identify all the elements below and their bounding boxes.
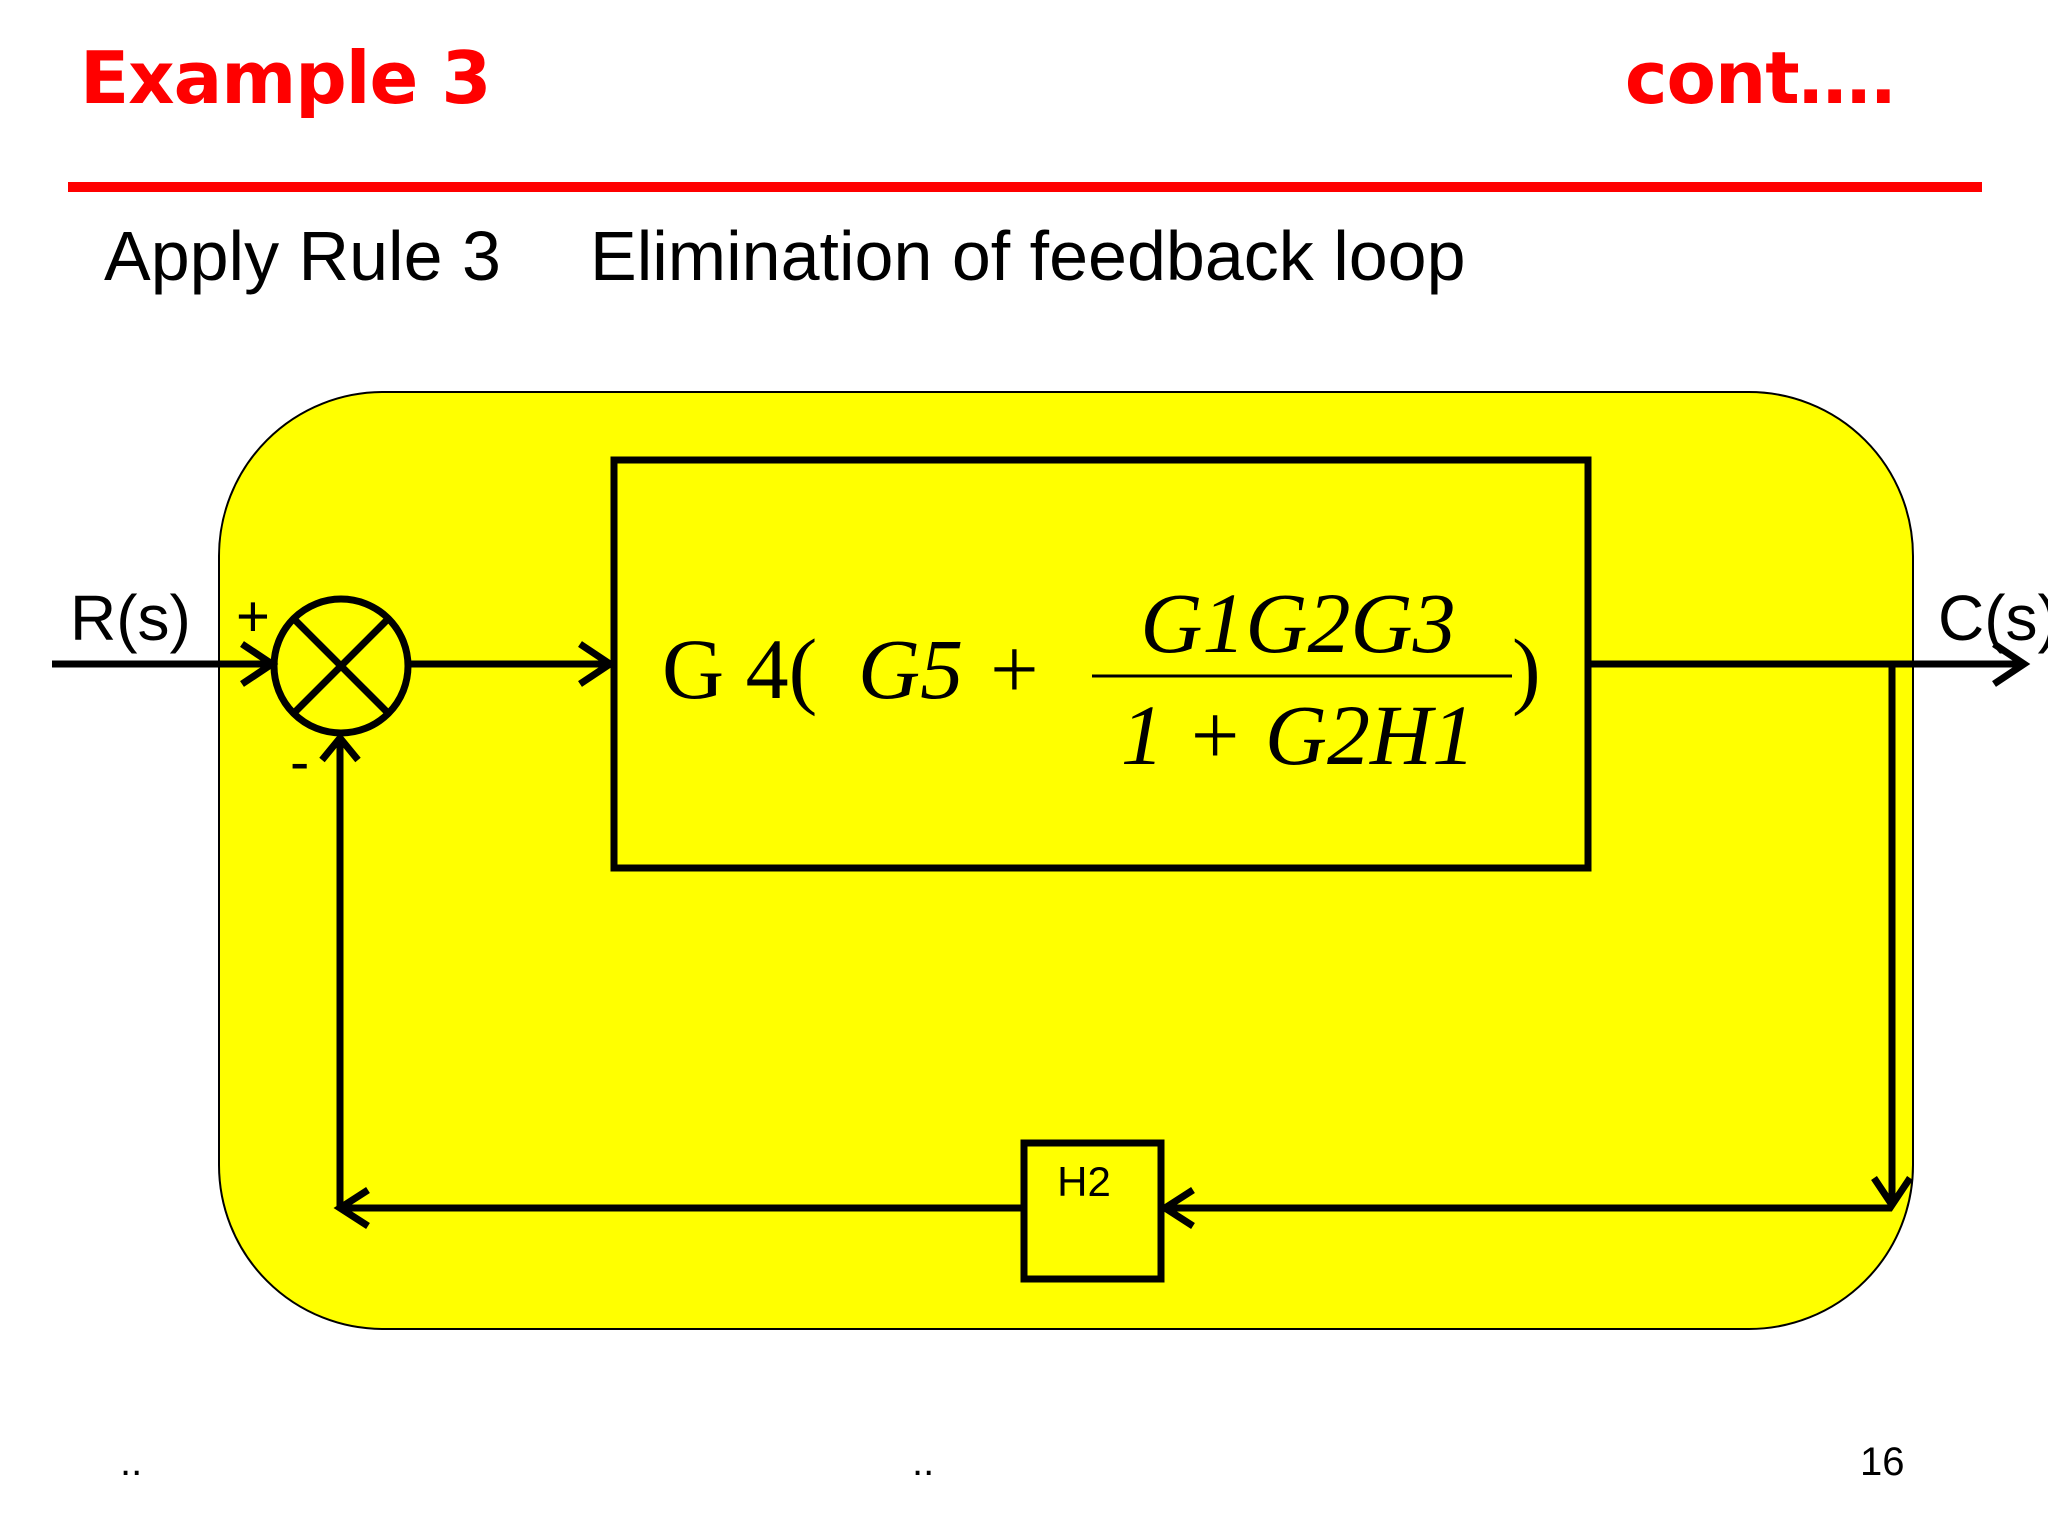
output-arrowhead	[1992, 641, 2031, 687]
output-label: C(s)	[1938, 582, 2048, 654]
fraction-denominator: 1 + G2H1	[1121, 687, 1475, 783]
h2-input-arrowhead	[1158, 1187, 1195, 1229]
expression-g5-term: G5 +	[858, 621, 1043, 717]
feedback-block-label: H2	[1057, 1158, 1111, 1205]
continuation-label: cont….	[1624, 36, 1897, 120]
forward-transfer-block	[610, 456, 1592, 872]
rule-label: Apply Rule 3	[104, 217, 501, 295]
summing-junction	[270, 595, 412, 737]
block-input-arrowhead	[578, 641, 617, 687]
page-number: 16	[1860, 1440, 1905, 1484]
expression-prefix: G 4(	[662, 621, 817, 717]
footer-center: ..	[912, 1440, 935, 1484]
expression-closing: )	[1512, 621, 1541, 717]
input-label: R(s)	[70, 582, 191, 654]
plus-sign: +	[236, 584, 270, 649]
fraction-numerator: G1G2G3	[1140, 575, 1455, 671]
diagram-panel	[218, 391, 1914, 1330]
slide-title: Example 3	[80, 36, 491, 120]
rule-description: Elimination of feedback loop	[590, 217, 1466, 295]
footer-left: ..	[120, 1440, 143, 1484]
minus-sign: -	[290, 730, 309, 795]
title-underline	[68, 182, 1982, 192]
junction-feedback-arrowhead	[319, 732, 361, 763]
